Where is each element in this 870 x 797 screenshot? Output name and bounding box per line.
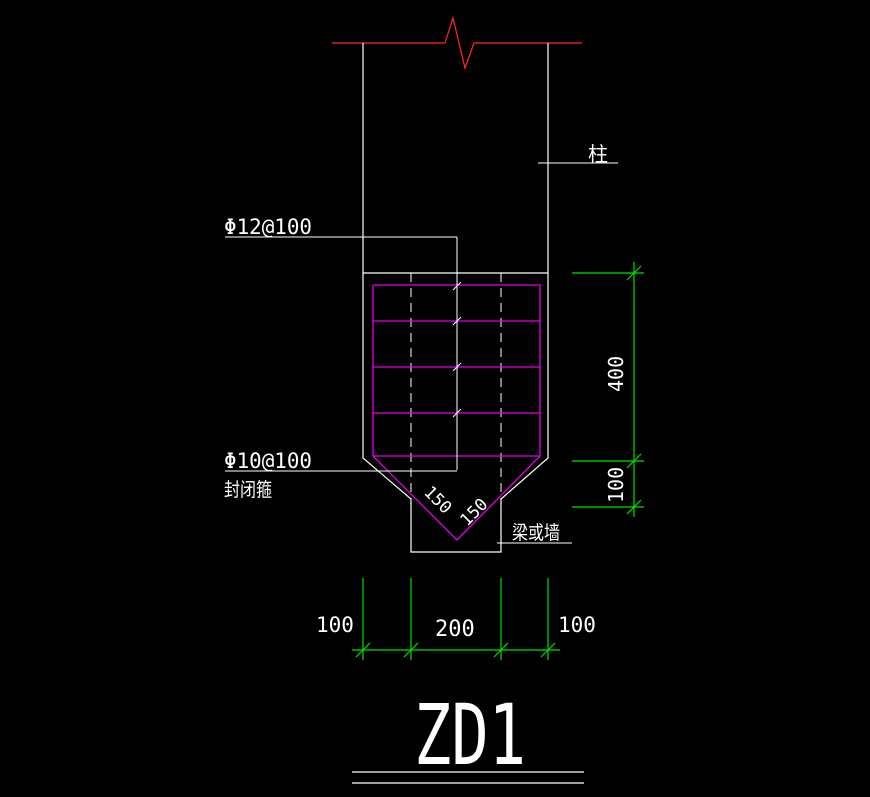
vdim-tick-mid	[626, 453, 642, 469]
support-left-edge	[362, 273, 549, 553]
label-stirrup: Φ10@100	[224, 449, 312, 473]
label-beam-or-wall: 梁或墙	[512, 522, 560, 544]
label-stirrup-note: 封闭箍	[224, 479, 272, 501]
vdim-tick-top	[626, 265, 642, 281]
break-line-zigzag	[444, 15, 475, 71]
dim-vertical-upper: 400	[604, 356, 628, 392]
dim-horizontal-middle: 200	[435, 617, 475, 642]
break-line-group	[332, 15, 582, 71]
label-longitudinal-bar: Φ12@100	[224, 215, 312, 239]
leader-longitudinal-bar	[225, 236, 462, 470]
label-chamfer-left: 150	[419, 482, 455, 518]
column-outline	[362, 43, 549, 274]
drawing-title: ZD1	[414, 686, 526, 784]
beam-dashed-lines	[410, 273, 502, 499]
hdim-tick-4	[540, 642, 556, 658]
hdim-tick-2	[403, 642, 419, 658]
title-underline	[352, 771, 584, 784]
dim-horizontal-right: 100	[558, 613, 596, 637]
support-outline	[362, 273, 549, 553]
tick-3	[452, 362, 462, 372]
horizontal-dimension	[352, 578, 560, 660]
label-column: 柱	[588, 142, 608, 166]
label-chamfer-right: 150	[456, 495, 492, 531]
dim-vertical-lower: 100	[604, 467, 628, 503]
dim-horizontal-left: 100	[316, 613, 354, 637]
stirrup-outline	[372, 284, 541, 541]
vdim-tick-bot	[626, 499, 642, 515]
tick-1	[452, 281, 462, 291]
vertical-dimension	[572, 262, 644, 517]
tick-2	[452, 316, 462, 326]
hdim-tick-1	[355, 642, 371, 658]
tick-4	[452, 408, 462, 418]
hdim-tick-3	[493, 642, 509, 658]
